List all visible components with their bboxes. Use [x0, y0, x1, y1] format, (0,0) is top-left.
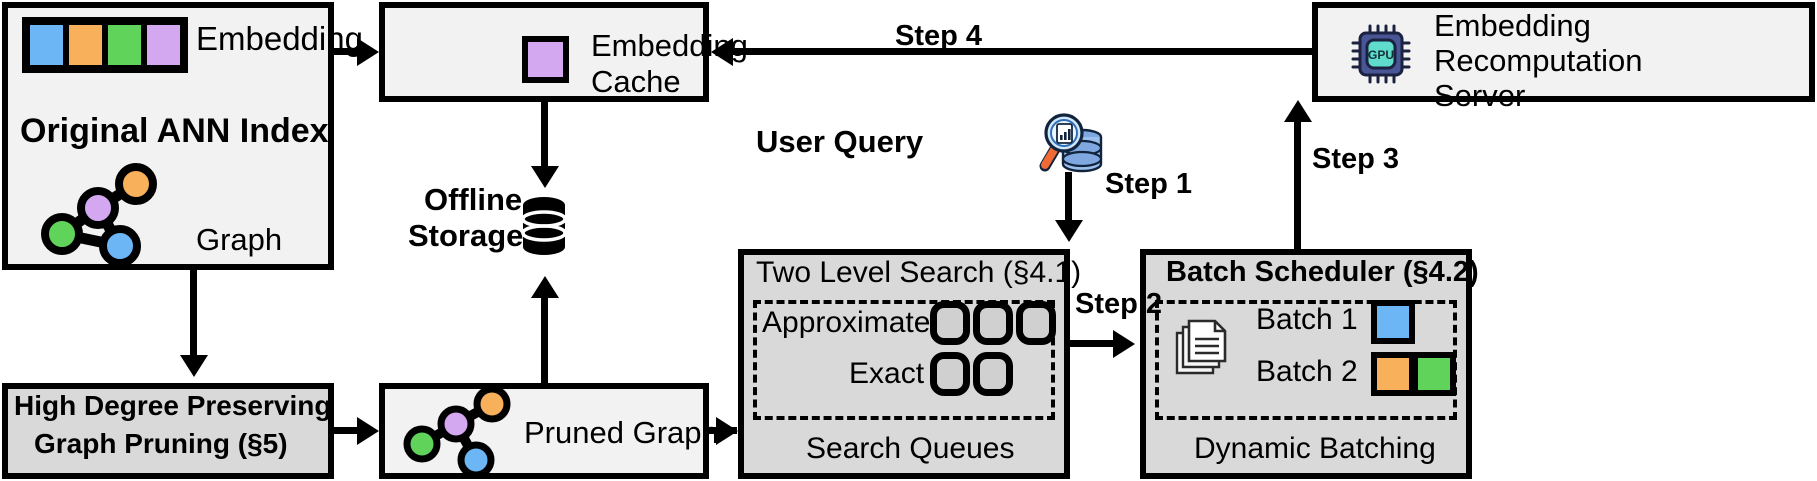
pruned-graph-box	[379, 383, 709, 479]
arrow-step1-line	[1065, 172, 1072, 224]
arrow-step4-line	[733, 48, 1313, 55]
pruned-graph-nodes	[403, 385, 524, 479]
batch-scheduler-title: Batch Scheduler (§4.2)	[1166, 256, 1479, 288]
step-2-label: Step 2	[1075, 288, 1163, 320]
magnifier-database-icon	[1036, 112, 1106, 182]
exact-queue-cell[interactable]	[973, 352, 1013, 396]
arrow-pruning-to-pruned-head	[357, 417, 379, 445]
recomputation-server-line3: Server	[1434, 78, 1526, 113]
batch-2-label: Batch 2	[1256, 355, 1358, 388]
embedding-swatch-strip	[22, 17, 188, 73]
arrow-pruned-to-storage-head	[531, 276, 559, 298]
arrow-index-to-cache-line	[334, 48, 362, 55]
batch-1-swatch-blue	[1371, 300, 1415, 344]
purple-square-icon	[522, 36, 569, 83]
user-query-label: User Query	[756, 124, 924, 159]
arrow-pruning-to-pruned-line	[334, 427, 362, 434]
offline-storage-line2: Storage	[408, 218, 524, 253]
batch-2-swatch-green	[1412, 352, 1456, 396]
search-queues-footer: Search Queues	[806, 432, 1015, 465]
dynamic-batching-footer: Dynamic Batching	[1194, 432, 1436, 465]
approximate-queue-cell[interactable]	[930, 301, 970, 345]
graph-pruning-line1: High Degree Preserving	[14, 390, 332, 421]
recomputation-server-box	[1312, 2, 1815, 102]
arrow-pruned-to-storage-line	[541, 282, 548, 384]
arrow-cache-to-storage-head	[531, 166, 559, 188]
documents-stack-icon	[1173, 317, 1229, 381]
exact-queue-cell[interactable]	[930, 352, 970, 396]
arrow-index-to-pruning-head	[180, 355, 208, 377]
approximate-row-label: Approximate	[762, 306, 931, 339]
graph-pruning-box	[2, 383, 334, 479]
swatch-blue	[27, 22, 66, 68]
graph-label: Graph	[196, 222, 283, 257]
original-index-graph	[38, 163, 168, 267]
search-queues-panel	[753, 300, 1055, 420]
recomputation-server-line1: Embedding	[1434, 8, 1591, 43]
batch-2-swatch-orange	[1371, 352, 1415, 396]
approximate-queue-cell[interactable]	[1016, 301, 1056, 345]
batch-1-label: Batch 1	[1256, 303, 1358, 336]
database-cylinder-icon	[521, 196, 567, 256]
recomputation-server-line2: Recomputation	[1434, 43, 1643, 78]
arrow-step2-head	[1113, 330, 1135, 358]
arrow-step2-line	[1070, 340, 1118, 347]
swatch-orange	[66, 22, 105, 68]
original-ann-index-title: Original ANN Index	[20, 112, 329, 150]
pruned-graph-label: Pruned Graph	[524, 415, 719, 450]
embedding-cache-line2: Cache	[591, 64, 681, 99]
graph-pruning-line2: Graph Pruning (§5)	[34, 428, 288, 459]
two-level-search-box	[738, 249, 1070, 479]
arrow-step1-head	[1055, 220, 1083, 242]
swatch-green	[105, 22, 144, 68]
approximate-queue-cell[interactable]	[973, 301, 1013, 345]
arrow-step4-head	[711, 38, 733, 66]
arrow-step3-head	[1284, 100, 1312, 122]
arrow-index-to-pruning-line	[190, 270, 197, 360]
two-level-search-title: Two Level Search (§4.1)	[756, 256, 1082, 289]
gpu-chip-icon: GPU	[1351, 24, 1411, 84]
svg-text:GPU: GPU	[1368, 48, 1394, 62]
arrow-pruned-to-search-head	[716, 417, 738, 445]
step-1-label: Step 1	[1105, 168, 1193, 200]
exact-row-label: Exact	[849, 357, 925, 390]
arrow-step3-line	[1294, 116, 1301, 250]
offline-storage-line1: Offline	[424, 182, 523, 217]
step-4-label: Step 4	[895, 20, 983, 52]
arrow-cache-to-storage-line	[541, 102, 548, 172]
step-3-label: Step 3	[1312, 143, 1400, 175]
swatch-purple	[144, 22, 183, 68]
arrow-index-to-cache-head	[357, 38, 379, 66]
